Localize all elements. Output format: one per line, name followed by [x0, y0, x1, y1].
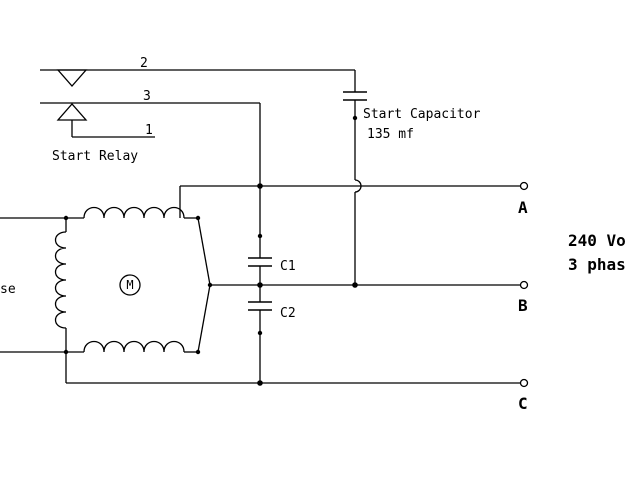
relay-pin-1: 1: [145, 123, 153, 138]
supply-phase-label: 3 phas: [568, 255, 626, 274]
terminal-a: [519, 181, 529, 191]
capacitor-c1: [248, 186, 272, 285]
terminal-c-label: C: [518, 394, 528, 413]
relay-pin-2: 2: [140, 56, 148, 71]
relay-contact-lower: [56, 103, 88, 121]
capacitor-c2: [248, 282, 272, 386]
c1-label: C1: [280, 259, 296, 274]
start-relay-label: Start Relay: [52, 149, 138, 164]
start-capacitor-label: Start Capacitor: [363, 107, 481, 122]
terminal-b-label: B: [518, 296, 528, 315]
terminal-a-label: A: [518, 198, 528, 217]
start-capacitor-value: 135 mf: [367, 127, 414, 142]
relay-pin-3: 3: [143, 89, 151, 104]
c2-label: C2: [280, 306, 296, 321]
start-capacitor: [343, 70, 367, 288]
motor-windings: [0, 186, 213, 383]
terminal-c: [519, 378, 529, 388]
relay-contact-upper: [56, 69, 88, 87]
motor-icon: [119, 274, 141, 296]
start-relay: [40, 69, 355, 138]
supply-voltage-label: 240 Vo: [568, 231, 626, 250]
terminal-b: [519, 280, 529, 290]
left-partial-label: se: [0, 282, 16, 297]
motor-symbol: M: [126, 278, 133, 292]
